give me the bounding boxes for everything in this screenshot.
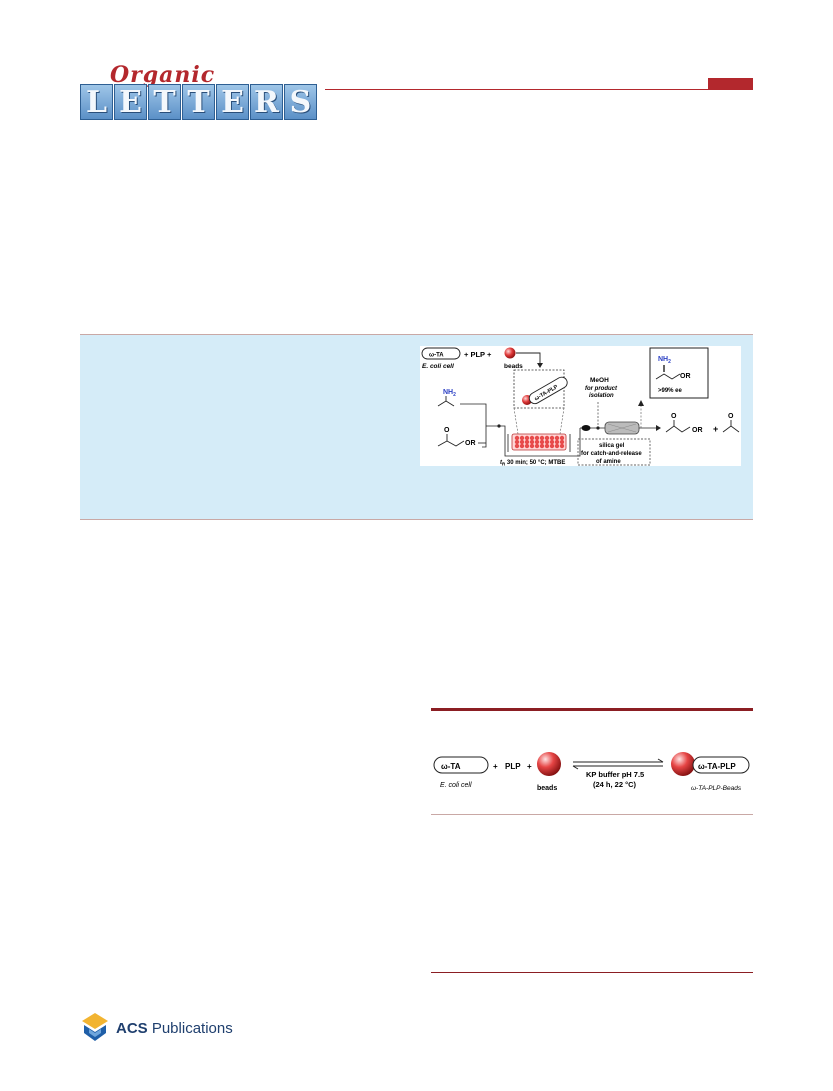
- header-rule: [325, 89, 753, 90]
- plus-label: +: [713, 424, 718, 434]
- logo-tile: S: [284, 84, 317, 120]
- scheme-graphic: ω-TA E. coli cell + PLP + beads KP buffe…: [431, 742, 753, 804]
- acetone-o-label: O: [728, 413, 734, 420]
- plp-label: + PLP +: [464, 350, 492, 359]
- product-isolation-label: isolation: [589, 393, 614, 399]
- reverse-arrow-head-icon: [572, 765, 579, 770]
- zoom-line: [513, 407, 519, 435]
- journal-logo-script: Organic: [110, 62, 216, 88]
- silica-label: silica gel: [599, 443, 625, 449]
- bead-icon: [671, 752, 695, 776]
- ee-label: >99% ee: [658, 388, 683, 394]
- bead-icon: [537, 752, 561, 776]
- scheme-top-rule: [431, 708, 753, 711]
- plus-label: +: [527, 762, 532, 771]
- logo-tile: T: [148, 84, 181, 120]
- ketone-structure: [437, 440, 465, 447]
- cell-label: E. coli cell: [422, 363, 454, 370]
- flow-line: [486, 425, 581, 457]
- conditions-label: tR 30 min; 50 °C; MTBE: [500, 460, 565, 466]
- enzyme-bead-label: ω-TA-PLP: [698, 762, 736, 771]
- bead-icon: [504, 347, 516, 359]
- product-structure: [655, 373, 681, 380]
- zoom-box: [513, 369, 565, 409]
- meoh-label: MeOH: [590, 377, 609, 384]
- plp-label: PLP: [505, 762, 521, 771]
- valve-icon: [581, 425, 591, 431]
- silica-label: of amine: [596, 459, 621, 465]
- enzyme-capsule: [433, 756, 489, 774]
- enzyme-label: ω-TA: [441, 762, 461, 771]
- logo-tile: R: [250, 84, 283, 120]
- scheme-bottom-rule: [431, 972, 753, 973]
- ketone-product-structure: [665, 425, 691, 433]
- arrow-head-icon: [537, 363, 543, 368]
- publisher-name: ACS Publications: [116, 1019, 233, 1037]
- arrow-line: [516, 352, 541, 364]
- arrow-head-icon: [656, 425, 661, 431]
- silica-label: for catch-and-release: [581, 451, 642, 457]
- logo-tile: E: [216, 84, 249, 120]
- conditions-label: KP buffer pH 7.5: [586, 770, 644, 779]
- logo-tile: T: [182, 84, 215, 120]
- amine-structure: [437, 400, 455, 407]
- logo-tile: L: [80, 84, 113, 120]
- acs-emblem-icon: [82, 1013, 108, 1041]
- inlet-line: [460, 403, 487, 448]
- amine-label: NH2: [443, 389, 456, 398]
- silica-note-box: [577, 438, 651, 466]
- product-box: [649, 347, 709, 399]
- beads-label: beads: [537, 785, 557, 792]
- junction-point: [596, 426, 600, 430]
- ketone-product-or-label: OR: [692, 427, 703, 434]
- product-o-label: O: [671, 413, 677, 420]
- arrow-head-icon: [638, 400, 644, 406]
- enzyme-capsule: [528, 376, 568, 405]
- acs-publications-logo: ACS Publications: [80, 1010, 233, 1046]
- ketone-o-label: O: [444, 427, 450, 434]
- ketone-or-label: OR: [465, 440, 476, 447]
- product-isolation-label: for product: [585, 386, 618, 392]
- enzyme-capsule: [421, 347, 461, 360]
- reactor-beads: [514, 435, 565, 449]
- product-label: ω-TA-PLP-Beads: [691, 785, 742, 792]
- plus-label: +: [493, 762, 498, 771]
- beads-label: beads: [504, 363, 523, 370]
- toc-graphic: ω-TA E. coli cell + PLP + beads ω-TA-PLP…: [420, 346, 741, 467]
- cell-label: E. coli cell: [440, 782, 472, 789]
- enzyme-label: ω-TA: [429, 353, 444, 359]
- zoom-line: [559, 407, 565, 435]
- logo-tile: E: [114, 84, 147, 120]
- journal-logo-tiles: L E T T E R S: [80, 84, 317, 120]
- scheme-caption-rule: [431, 814, 753, 815]
- letter-tag: [708, 78, 753, 90]
- acetone-structure: [722, 425, 740, 433]
- column-texture: [607, 423, 637, 433]
- conditions-label: (24 h, 22 °C): [593, 780, 637, 789]
- forward-arrow-head-icon: [657, 758, 664, 763]
- product-or-label: OR: [680, 373, 691, 380]
- journal-logo: Organic L E T T E R S: [80, 62, 325, 124]
- enzyme-capsule: [692, 756, 750, 774]
- product-amine-label: NH2: [658, 356, 671, 365]
